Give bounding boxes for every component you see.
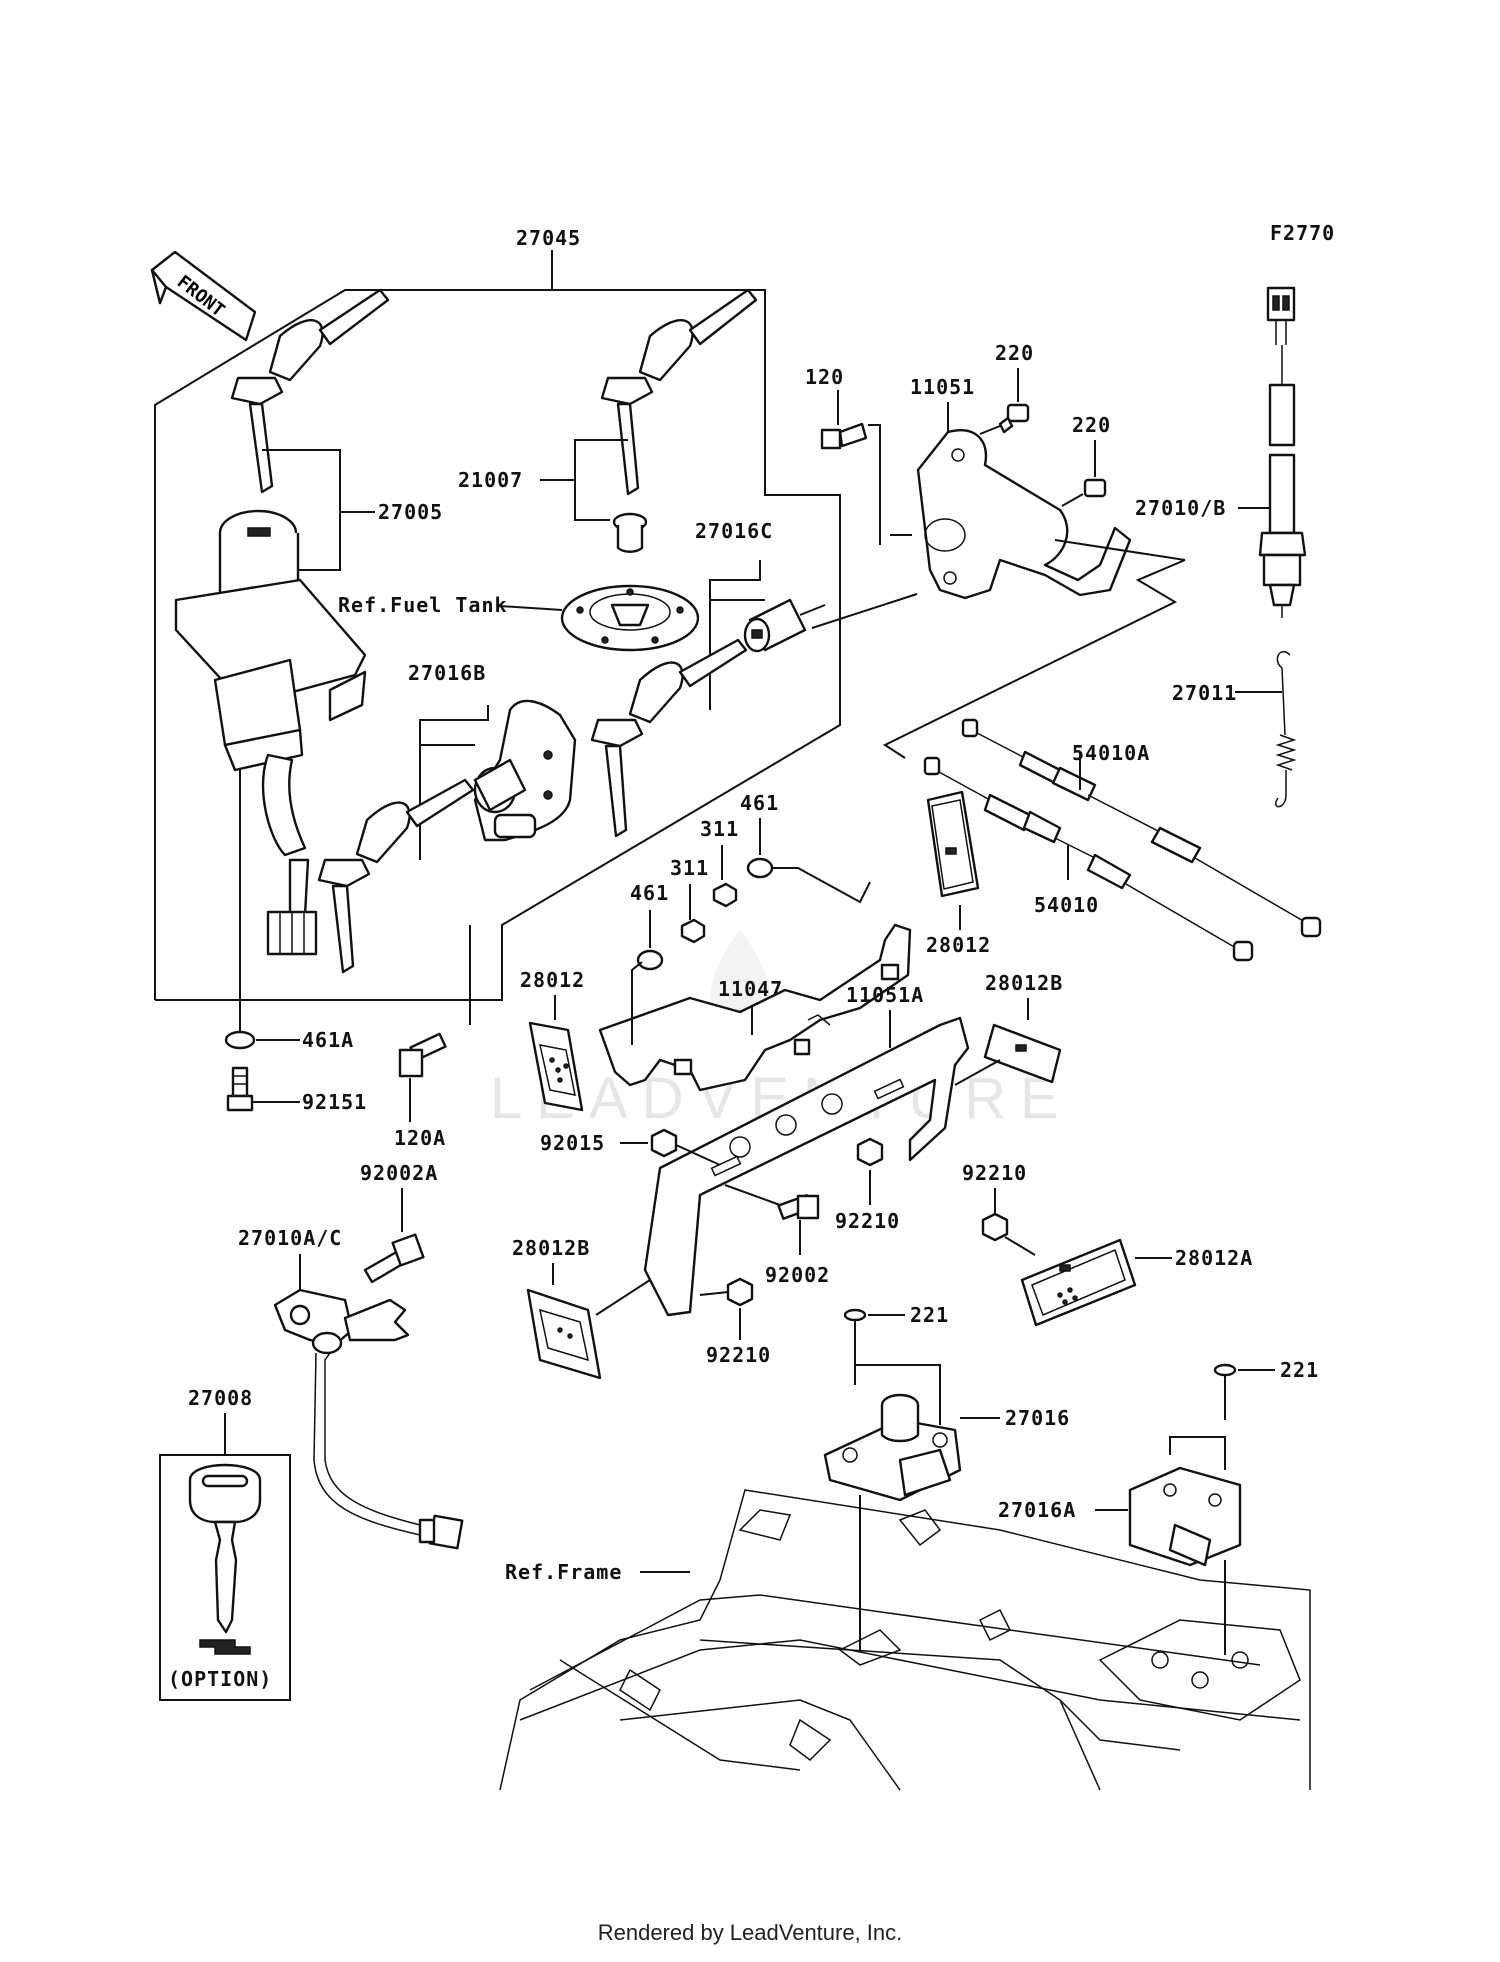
bolt-92002A	[363, 1233, 425, 1284]
nut-92210-bottom	[726, 1277, 754, 1307]
cable-54010A	[961, 718, 1322, 938]
label-461A: 461A	[302, 1028, 354, 1052]
fuel-tank-cap	[560, 584, 700, 652]
label-311-bottom: 311	[670, 856, 709, 880]
label-120A: 120A	[394, 1126, 446, 1150]
label-28012A: 28012A	[1175, 1246, 1253, 1270]
label-92002: 92002	[765, 1263, 830, 1287]
label-27045: 27045	[516, 226, 581, 250]
frame-reference	[499, 1489, 1311, 1791]
label-92210-bottom: 92210	[706, 1343, 771, 1367]
bracket-11047	[598, 923, 912, 1092]
label-461-top: 461	[740, 791, 779, 815]
label-221-a: 221	[910, 1303, 949, 1327]
bolt-120	[820, 422, 868, 450]
label-28012-right: 28012	[926, 933, 991, 957]
switch-27010AC	[273, 1288, 464, 1550]
set-27045-boundary	[154, 250, 841, 1001]
label-ref-fuel-tank: Ref.Fuel Tank	[338, 593, 508, 617]
label-28012-left: 28012	[520, 968, 585, 992]
label-28012B-top: 28012B	[985, 971, 1063, 995]
label-27016: 27016	[1005, 1406, 1070, 1430]
lock-bracket-27016A	[1128, 1466, 1242, 1567]
label-220-b: 220	[1072, 413, 1111, 437]
label-11047: 11047	[718, 977, 783, 1001]
label-11051A: 11051A	[846, 983, 924, 1007]
seat-lock-27016B	[473, 699, 577, 842]
label-92210-center: 92210	[835, 1209, 900, 1233]
label-92210-right: 92210	[962, 1161, 1027, 1185]
label-92015: 92015	[540, 1131, 605, 1155]
reflector-28012B-top	[983, 1023, 1062, 1084]
label-27011: 27011	[1172, 681, 1237, 705]
label-27016B: 27016B	[408, 661, 486, 685]
label-92151: 92151	[302, 1090, 367, 1114]
spring-27011	[1275, 650, 1297, 808]
footer-credit: Rendered by LeadVenture, Inc.	[597, 1920, 903, 1945]
lock-bracket-27016	[823, 1393, 962, 1502]
label-311-top: 311	[700, 817, 739, 841]
label-28012B-bottom: 28012B	[512, 1236, 590, 1260]
label-27016A: 27016A	[998, 1498, 1076, 1522]
ignition-switch	[174, 509, 367, 956]
diagram-code: F2770	[1270, 221, 1335, 245]
label-221-b: 221	[1280, 1358, 1319, 1382]
lock-plug	[612, 512, 648, 553]
fuel-cap-key	[600, 288, 758, 496]
washer-461-top	[746, 857, 774, 879]
bolt-92151	[226, 1066, 254, 1112]
label-27016C: 27016C	[695, 519, 773, 543]
label-option: (OPTION)	[168, 1667, 272, 1691]
nut-311-bottom	[680, 918, 706, 944]
label-27005: 27005	[378, 500, 443, 524]
ignition-key-1	[230, 288, 390, 494]
screw-221-b	[1213, 1363, 1237, 1420]
screw-220-a	[998, 403, 1030, 434]
label-27010B: 27010/B	[1135, 496, 1226, 520]
label-27008: 27008	[188, 1386, 253, 1410]
reflector-28012-right	[926, 790, 980, 898]
nut-311-top	[712, 882, 738, 908]
cable-54010	[923, 756, 1254, 962]
lock-cylinder-27016C	[743, 598, 807, 653]
washer-461A	[224, 1030, 256, 1050]
label-27010AC: 27010A/C	[238, 1226, 342, 1250]
bolt-92002	[777, 1194, 820, 1220]
reflector-28012-left	[528, 1021, 584, 1112]
nut-92210-right	[981, 1212, 1009, 1242]
label-54010A: 54010A	[1072, 741, 1150, 765]
bracket-11051A	[643, 1016, 970, 1317]
nut-92015	[650, 1128, 678, 1158]
screw-220-b	[1083, 478, 1107, 498]
label-54010: 54010	[1034, 893, 1099, 917]
key-27016C	[590, 638, 748, 838]
label-ref-frame: Ref.Frame	[505, 1560, 622, 1584]
label-11051: 11051	[910, 375, 975, 399]
label-92002A: 92002A	[360, 1161, 438, 1185]
front-arrow-icon: FRONT	[150, 250, 257, 342]
bolt-120A	[398, 1032, 447, 1078]
label-21007: 21007	[458, 468, 523, 492]
screw-221-a	[843, 1308, 867, 1365]
reflector-28012A	[1020, 1238, 1137, 1327]
nut-92210-center	[856, 1137, 884, 1167]
option-key-box	[159, 1454, 291, 1701]
label-461-bottom: 461	[630, 881, 669, 905]
bracket-11051	[916, 429, 1132, 600]
label-120: 120	[805, 365, 844, 389]
reflector-28012B-bottom	[526, 1288, 602, 1380]
label-220-a: 220	[995, 341, 1034, 365]
washer-461-bottom	[636, 949, 664, 971]
switch-27010B	[1258, 286, 1307, 618]
key-27016B	[317, 778, 475, 974]
